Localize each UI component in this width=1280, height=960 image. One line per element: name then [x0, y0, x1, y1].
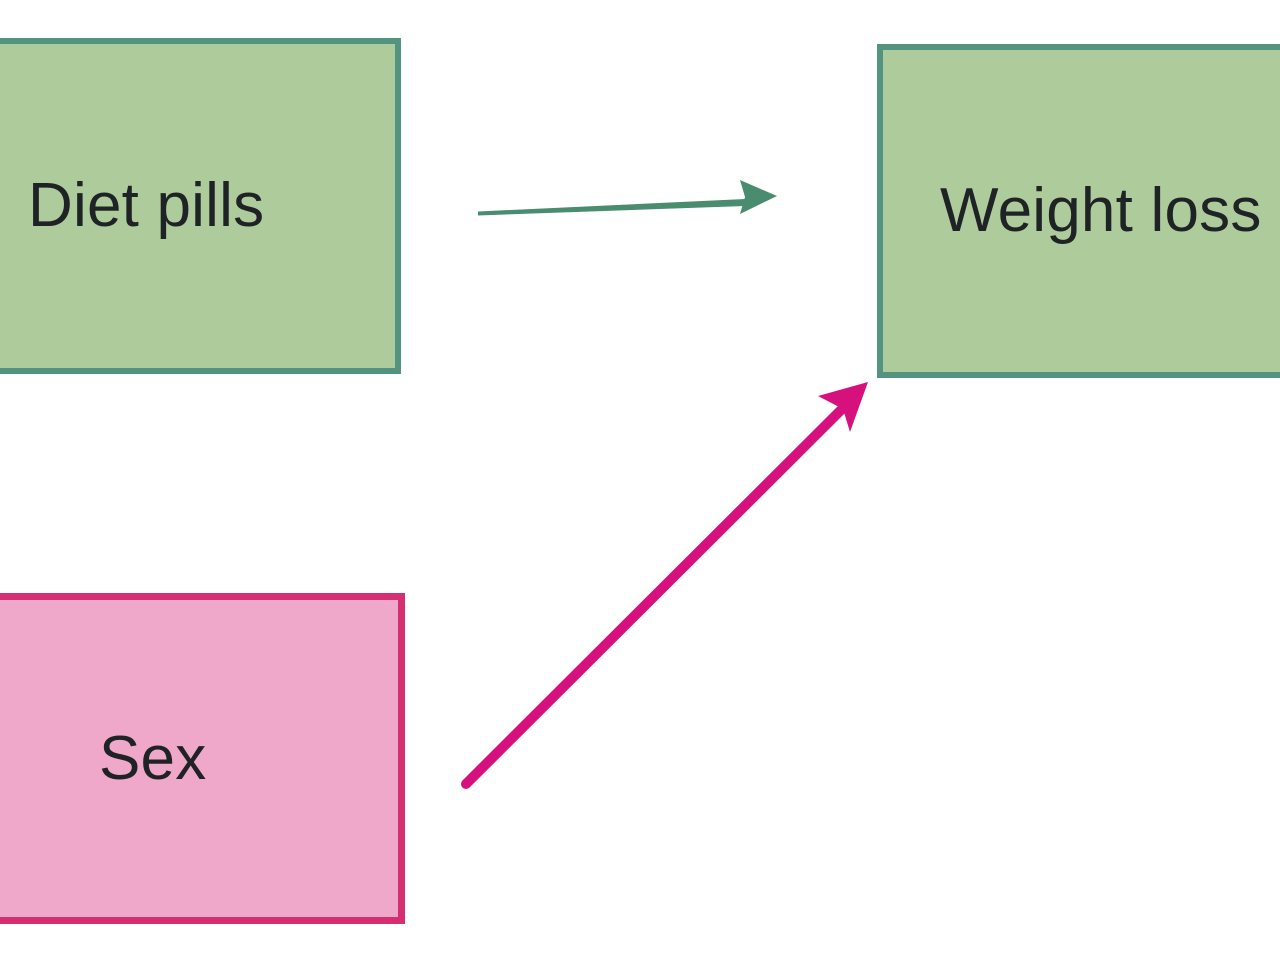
edge-diet-pills-to-weight-loss[interactable]: [478, 180, 777, 216]
node-diet-pills-label: Diet pills: [28, 171, 265, 240]
edge-sex-to-weight-loss-arrowhead-icon: [818, 382, 868, 432]
node-sex-label: Sex: [99, 723, 207, 793]
node-weight-loss-label: Weight loss: [940, 176, 1262, 245]
node-sex[interactable]: Sex: [0, 593, 405, 924]
edge-diet-pills-to-weight-loss-line: [478, 199, 745, 216]
edge-diet-pills-to-weight-loss-arrowhead-icon: [740, 180, 777, 214]
node-weight-loss[interactable]: Weight loss: [877, 44, 1280, 378]
edge-sex-to-weight-loss[interactable]: [461, 382, 868, 789]
node-diet-pills[interactable]: Diet pills: [0, 38, 401, 374]
edge-sex-to-weight-loss-line: [461, 404, 847, 789]
